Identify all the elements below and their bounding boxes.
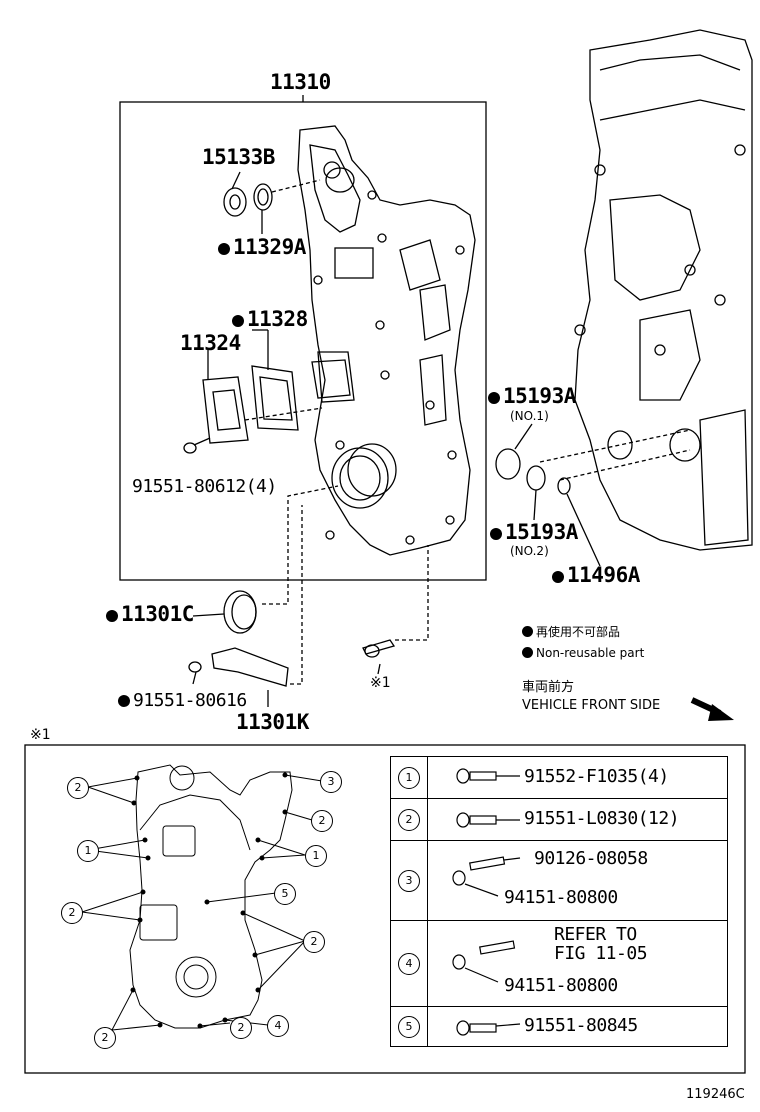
callout-2: 2 xyxy=(67,777,89,799)
part-11496A: 11496A xyxy=(552,565,640,586)
note-text: Non-reusable part xyxy=(536,646,645,660)
callout-1: 1 xyxy=(77,840,99,862)
timing-cover xyxy=(297,125,476,556)
assembly-title: 11310 xyxy=(270,70,331,94)
part-11301K: 11301K xyxy=(236,710,309,734)
callout-2: 2 xyxy=(230,1017,252,1039)
part-15193A-no2: 15193A xyxy=(490,522,578,543)
part-number: 11496A xyxy=(567,563,640,587)
legend-part: 94151-80800 xyxy=(504,975,618,996)
ref-mark: ※1 xyxy=(370,675,391,691)
legend-parts-cell: 90126-08058 94151-80800 xyxy=(427,840,728,921)
part-number: 11329A xyxy=(233,235,306,259)
plate-11324 xyxy=(202,376,249,444)
legend-num-cell: 2 xyxy=(390,798,428,841)
legend-num: 1 xyxy=(398,767,420,789)
legend-part: FIG 11-05 xyxy=(554,943,648,964)
legend-nonreuse-jp: 再使用不可部品 xyxy=(522,626,620,638)
legend-part: 91552-F1035(4) xyxy=(524,766,669,787)
legend-num-cell: 5 xyxy=(390,1006,428,1047)
front-en: VEHICLE FRONT SIDE xyxy=(522,698,661,713)
part-number: 91551-80616 xyxy=(133,690,247,711)
legend-part: 90126-08058 xyxy=(534,848,648,869)
non-reusable-icon xyxy=(522,647,533,658)
detail-cover-outline xyxy=(129,764,293,1029)
callout-2: 2 xyxy=(311,810,333,832)
non-reusable-icon xyxy=(522,626,533,637)
part-11324: 11324 xyxy=(180,331,241,355)
legend-num: 3 xyxy=(398,870,420,892)
legend-part: 91551-80845 xyxy=(524,1015,638,1036)
front-jp: 車両前方 xyxy=(522,680,575,695)
callout-2: 2 xyxy=(303,931,325,953)
figure-id: 119246C xyxy=(686,1087,745,1102)
callout-2: 2 xyxy=(94,1027,116,1049)
callout-1: 1 xyxy=(305,845,327,867)
non-reusable-icon xyxy=(118,695,130,707)
legend-parts-cell: 91552-F1035(4) xyxy=(427,756,728,799)
part-11328: 11328 xyxy=(232,309,308,330)
part-number: 11328 xyxy=(247,307,308,331)
legend-num: 5 xyxy=(398,1016,420,1038)
legend-num: 4 xyxy=(398,953,420,975)
part-91551-80612: 91551-80612(4) xyxy=(132,476,277,497)
part-number: 15193A xyxy=(503,384,576,408)
legend-part: 94151-80800 xyxy=(504,887,618,908)
legend-parts-cell: 91551-80845 xyxy=(427,1006,728,1047)
legend-num: 2 xyxy=(398,809,420,831)
legend-parts-cell: 91551-L0830(12) xyxy=(427,798,728,841)
legend-parts-cell: REFER TO FIG 11-05 94151-80800 xyxy=(427,920,728,1007)
legend-row: 3 90126-08058 94151-80800 xyxy=(390,840,728,921)
legend-num-cell: 3 xyxy=(390,840,428,921)
legend-part: REFER TO xyxy=(554,924,637,945)
part-91551-80616: 91551-80616 xyxy=(118,692,247,710)
legend-num-cell: 4 xyxy=(390,920,428,1007)
legend-part: 91551-L0830(12) xyxy=(524,808,680,829)
legend-row: 2 91551-L0830(12) xyxy=(390,798,728,841)
legend-nonreuse-en: Non-reusable part xyxy=(522,647,644,659)
callout-5: 5 xyxy=(274,883,296,905)
part-15133B: 15133B xyxy=(202,145,275,169)
sensor-11301K xyxy=(211,647,289,687)
legend-row: 5 91551-80845 xyxy=(390,1006,728,1047)
callout-2: 2 xyxy=(61,902,83,924)
part-11301C: 11301C xyxy=(106,604,194,625)
non-reusable-icon xyxy=(106,610,118,622)
part-15193A-no1: 15193A xyxy=(488,386,576,407)
detail-mark: ※1 xyxy=(30,727,51,743)
non-reusable-icon xyxy=(490,528,502,540)
note-no2: (NO.2) xyxy=(510,544,549,558)
engine-block xyxy=(574,29,753,551)
note-text: 再使用不可部品 xyxy=(536,625,621,639)
callout-3: 3 xyxy=(320,771,342,793)
legend-row: 1 91552-F1035(4) xyxy=(390,756,728,799)
non-reusable-icon xyxy=(552,571,564,583)
legend-row: 4 REFER TO FIG 11-05 94151-80800 xyxy=(390,920,728,1007)
note-no1: (NO.1) xyxy=(510,409,549,423)
fastener-legend-table: 1 91552-F1035(4) 2 91551-L0830(12) 3 901… xyxy=(390,756,728,1047)
callout-4: 4 xyxy=(267,1015,289,1037)
part-number: 11301C xyxy=(121,602,194,626)
legend-num-cell: 1 xyxy=(390,756,428,799)
gasket-11328 xyxy=(251,365,299,431)
non-reusable-icon xyxy=(218,243,230,255)
part-number: 15193A xyxy=(505,520,578,544)
non-reusable-icon xyxy=(232,315,244,327)
part-11329A: 11329A xyxy=(218,237,306,258)
non-reusable-icon xyxy=(488,392,500,404)
